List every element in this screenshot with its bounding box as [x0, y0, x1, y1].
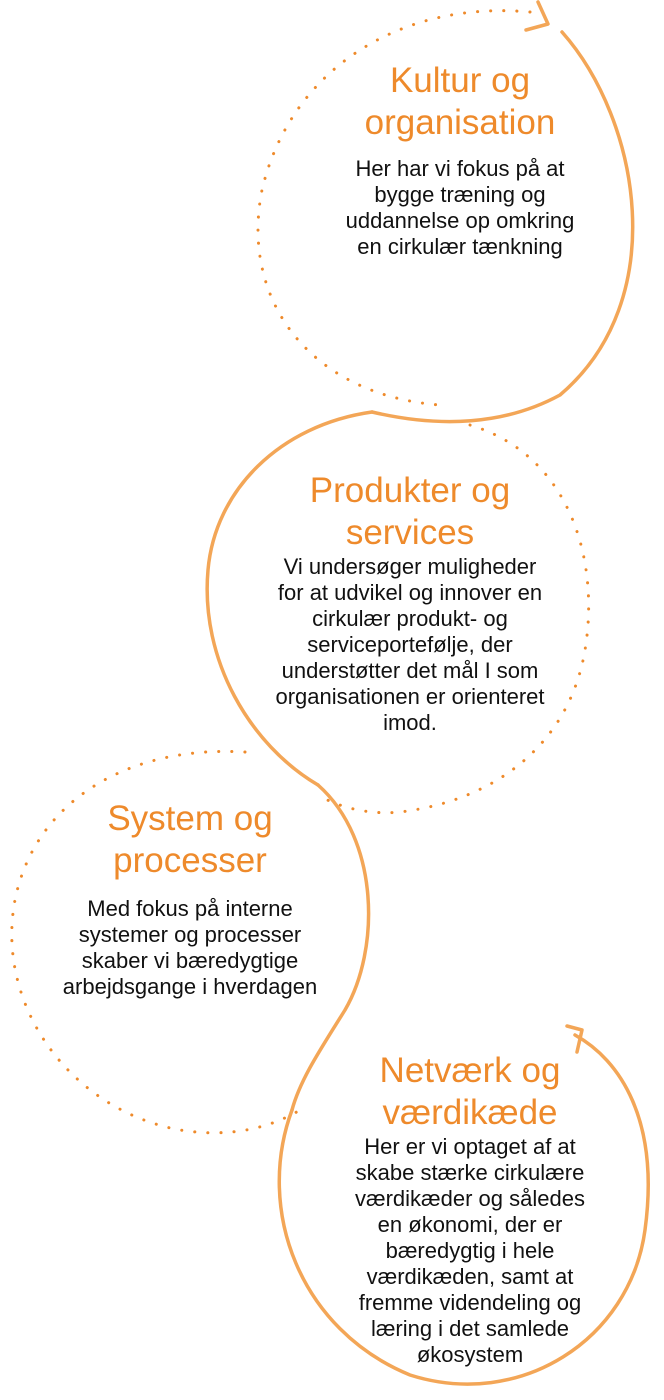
section-1-body-line: bygge træning og — [374, 182, 546, 207]
section-4-body-line: fremme videndeling og — [358, 1290, 582, 1315]
section-network-value-chain: Netværk og værdikæde Her er vi optaget a… — [290, 1050, 650, 1368]
circle-1-dotted-arc — [256, 9, 532, 407]
section-1-title: Kultur og organisation — [300, 60, 620, 144]
section-3-body-line: Med fokus på interne — [87, 896, 293, 921]
section-4-body-line: bæredygtig i hele — [385, 1238, 555, 1263]
section-4-body-line: læring i det samlede — [370, 1316, 570, 1341]
section-4-title: Netværk og værdikæde — [290, 1050, 650, 1134]
section-2-body-line: for at udvikel og innover en — [277, 580, 543, 605]
section-2-title-line: services — [345, 513, 475, 552]
section-4-body-line: Her er vi optaget af at — [364, 1134, 576, 1159]
section-2-title: Produkter og services — [220, 470, 600, 554]
section-1-body-line: uddannelse op omkring — [345, 208, 575, 233]
section-2-title-line: Produkter og — [309, 471, 511, 510]
section-3-body: Med fokus på interne systemer og process… — [20, 896, 360, 1000]
section-culture-organisation: Kultur og organisation Her har vi fokus … — [300, 60, 620, 260]
circle-1-solid-arc — [370, 30, 635, 424]
section-2-body: Vi undersøger muligheder for at udvikel … — [220, 554, 600, 736]
section-3-title-line: processer — [113, 841, 267, 880]
section-4-body-line: økosystem — [416, 1342, 524, 1367]
section-1-title-line: Kultur og — [389, 61, 531, 100]
section-4-title-line: Netværk og — [379, 1051, 561, 1090]
section-2-body-line: understøtter det mål I som — [281, 658, 539, 683]
section-3-body-line: skaber vi bæredygtige — [81, 948, 299, 973]
section-4-body-line: værdikæder og således — [355, 1186, 585, 1211]
bottom-arrow-head-icon — [565, 1024, 584, 1054]
section-1-body-line: Her har vi fokus på at — [355, 156, 565, 181]
section-3-body-line: arbejdsgange i hverdagen — [62, 974, 318, 999]
section-2-body-line: serviceportefølje, der — [307, 632, 513, 657]
section-3-title-line: System og — [107, 799, 273, 838]
section-4-body: Her er vi optaget af at skabe stærke cir… — [290, 1134, 650, 1368]
section-1-body: Her har vi fokus på at bygge træning og … — [300, 156, 620, 260]
section-products-services: Produkter og services Vi undersøger muli… — [220, 470, 600, 736]
top-arrow-head-icon — [524, 0, 550, 32]
section-1-body-line: en cirkulær tænkning — [357, 234, 563, 259]
circle-2-dotted-arc — [316, 423, 591, 815]
section-3-title: System og processer — [20, 798, 360, 882]
section-4-body-line: en økonomi, der er — [377, 1212, 563, 1237]
section-4-title-line: værdikæde — [382, 1093, 558, 1132]
section-2-body-line: Vi undersøger muligheder — [283, 554, 537, 579]
section-1-title-line: organisation — [364, 103, 556, 142]
circle-3-solid-arc — [290, 783, 371, 1112]
section-2-body-line: organisationen er orienteret — [275, 684, 545, 709]
section-2-body-line: cirkulær produkt- og — [312, 606, 508, 631]
section-3-body-line: systemer og processer — [78, 922, 302, 947]
section-systems-processes: System og processer Med fokus på interne… — [20, 798, 360, 1000]
section-4-body-line: værdikæden, samt at — [366, 1264, 574, 1289]
circle-4-solid-arc — [277, 1033, 650, 1386]
section-2-body-line: imod. — [383, 710, 437, 735]
circle-2-solid-arc — [205, 410, 374, 787]
section-4-body-line: skabe stærke cirkulære — [355, 1160, 585, 1185]
